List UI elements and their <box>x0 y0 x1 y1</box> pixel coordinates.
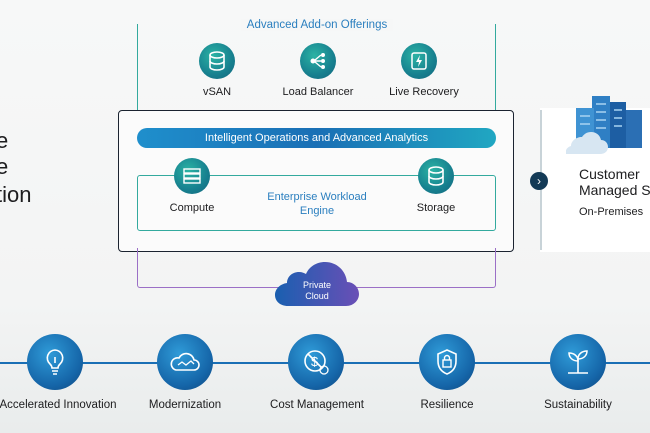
plant-icon <box>550 334 606 390</box>
addon-live-recovery-label: Live Recovery <box>389 86 459 98</box>
database-icon <box>199 43 235 79</box>
on-premises-label: On-Premises <box>579 206 644 218</box>
addon-load-balancer-label: Load Balancer <box>282 86 354 98</box>
bolt-icon <box>401 43 437 79</box>
customer-label-line1: Customer <box>579 166 640 182</box>
customer-label-line2: Managed S <box>579 182 650 198</box>
pillar-label: Accelerated Innovation <box>0 399 117 411</box>
addon-offerings-title: Advanced Add-on Offerings <box>150 19 484 31</box>
title-fragment-1: e <box>0 128 9 153</box>
cloud-icon <box>157 334 213 390</box>
chevron-right-icon[interactable]: › <box>530 172 548 190</box>
pillar-label: Sustainability <box>544 399 612 411</box>
datacenter-icon <box>566 96 642 154</box>
compute-label: Compute <box>169 202 215 214</box>
pillar-label: Modernization <box>148 399 222 411</box>
title-fragment-3: tion <box>0 182 32 207</box>
storage-label: Storage <box>416 202 456 214</box>
shield-lock-icon <box>419 334 475 390</box>
storage-icon <box>418 158 454 194</box>
addon-vsan-label: vSAN <box>202 86 232 98</box>
title-fragment-2: e <box>0 154 9 179</box>
private-cloud-icon <box>275 262 359 306</box>
svg-text:$: $ <box>311 354 319 369</box>
server-icon <box>174 158 210 194</box>
network-icon <box>300 43 336 79</box>
workload-engine-label: Enterprise Workload Engine <box>267 191 367 217</box>
private-cloud-label: Private Cloud <box>302 280 331 301</box>
dollar-icon: $ <box>288 334 344 390</box>
lightbulb-icon <box>27 334 83 390</box>
pillar-label: Cost Management <box>270 399 364 411</box>
pillar-label: Resilience <box>420 399 474 411</box>
operations-analytics-bar: Intelligent Operations and Advanced Anal… <box>137 128 496 148</box>
